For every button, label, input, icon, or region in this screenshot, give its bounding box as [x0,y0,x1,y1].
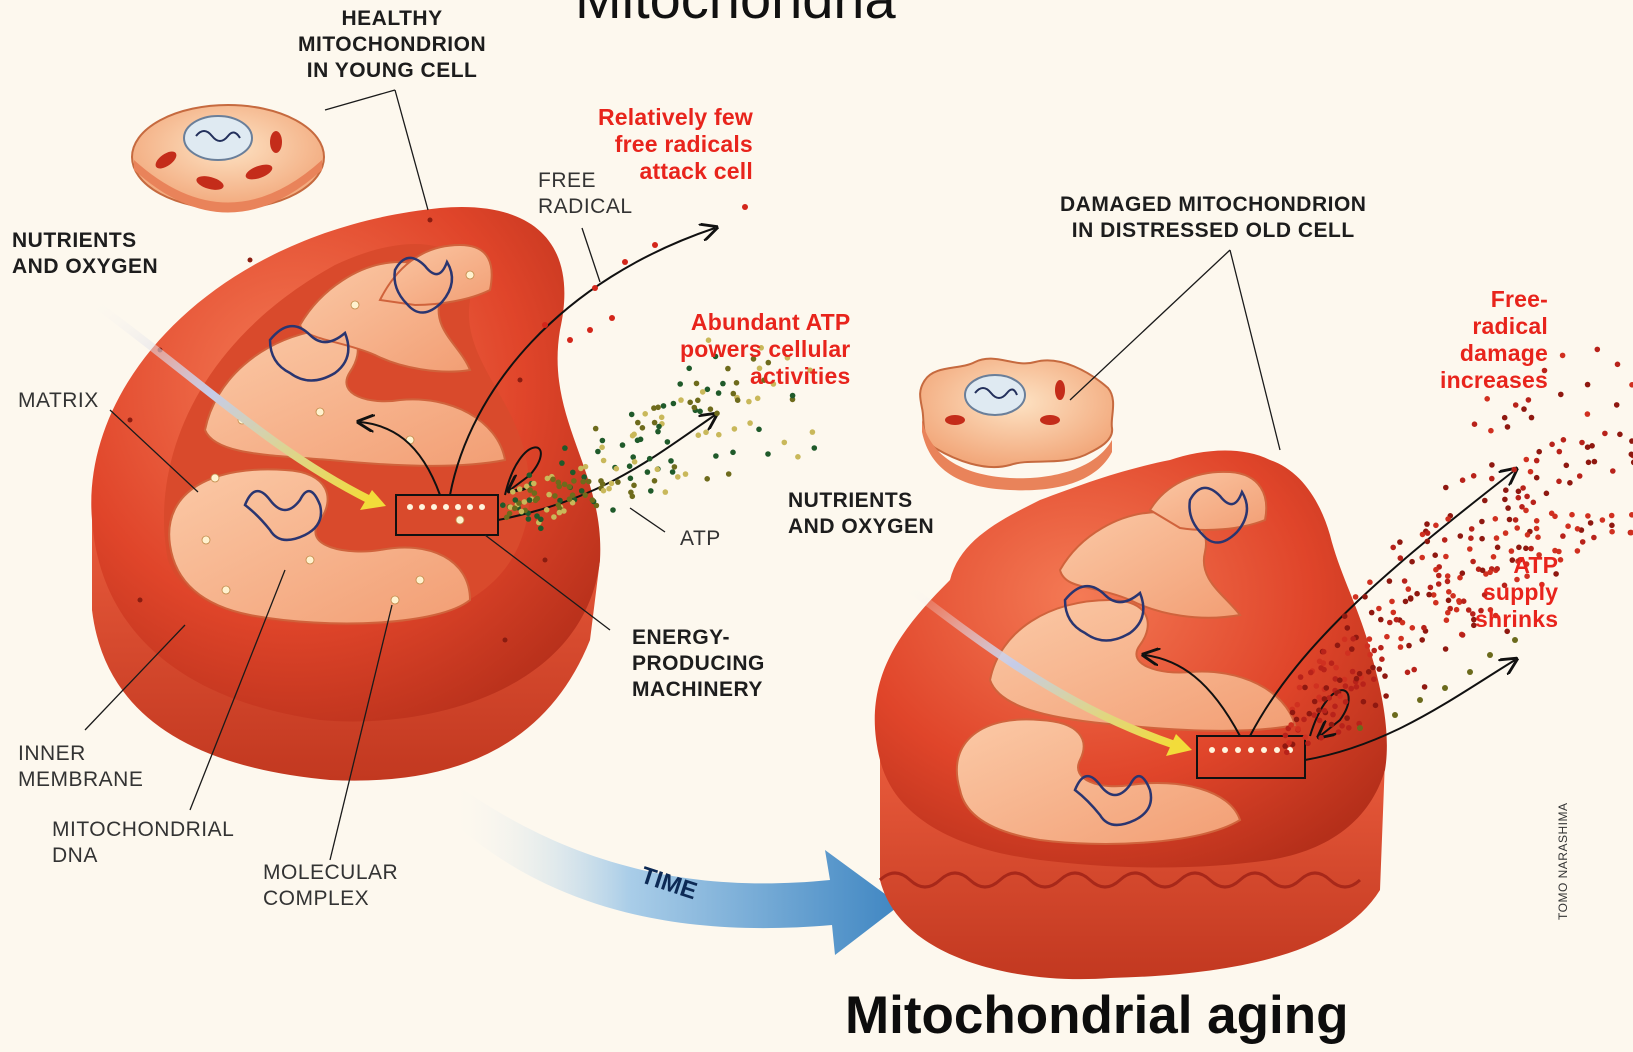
time-arrow [450,780,900,955]
healthy-nutrients-label: NUTRIENTS AND OXYGEN [12,228,158,280]
damaged-heading: DAMAGED MITOCHONDRION IN DISTRESSED OLD … [1060,192,1366,244]
healthy-heading: HEALTHY MITOCHONDRION IN YOUNG CELL [298,6,486,84]
old-cell-icon [920,359,1113,491]
healthy-mitochondrion [85,90,817,860]
atp-label: ATP [680,526,721,552]
young-cell-icon [132,105,324,213]
few-radicals-note: Relatively few free radicals attack cell [598,104,753,185]
mitochondrial-dna-label: MITOCHONDRIAL DNA [52,817,234,869]
illustrator-credit: TOMO NARASHIMA [1556,803,1570,920]
damaged-nutrients-label: NUTRIENTS AND OXYGEN [788,488,934,540]
inner-membrane-label: INNER MEMBRANE [18,741,143,793]
free-radical-particles-dense [1282,347,1633,755]
atp-shrinks-note: ATP supply shrinks [1475,552,1558,633]
matrix-label: MATRIX [18,388,99,414]
radical-damage-note: Free- radical damage increases [1440,286,1548,394]
page-title: Mitochondria [575,0,896,31]
molecular-complex-label: MOLECULAR COMPLEX [263,860,398,912]
abundant-atp-note: Abundant ATP powers cellular activities [680,309,850,390]
energy-machinery-label: ENERGY- PRODUCING MACHINERY [632,625,765,703]
figure-subtitle: Mitochondrial aging [845,985,1348,1046]
